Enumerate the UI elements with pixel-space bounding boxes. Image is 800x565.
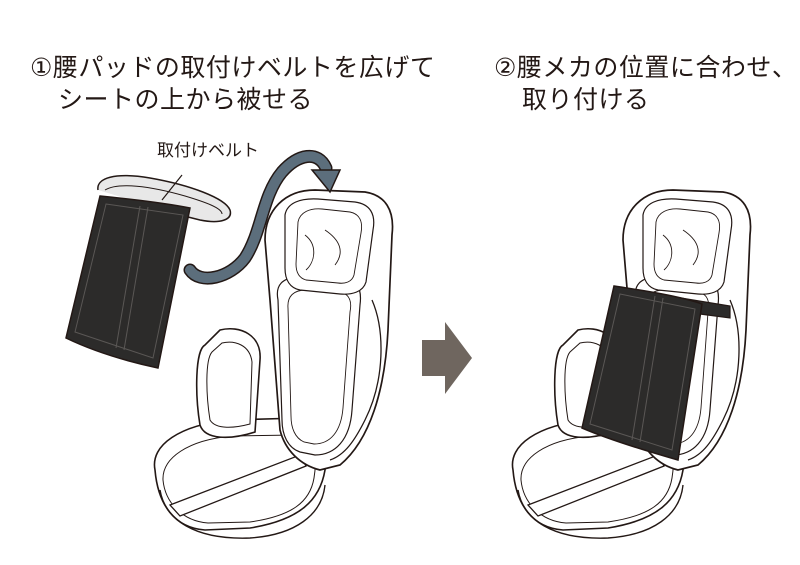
step1-instruction: ①腰パッドの取付けベルトを広げて シートの上から被せる <box>30 52 435 116</box>
belt-label: 取付けベルト <box>157 141 259 161</box>
lumbar-pad-right <box>581 285 731 461</box>
step1-line1: ①腰パッドの取付けベルトを広げて <box>30 53 436 82</box>
step2-line1: ②腰メカの位置に合わせ、 <box>494 53 798 82</box>
lumbar-pad-left <box>65 195 191 369</box>
mounting-belt <box>97 174 232 223</box>
curved-arrow-icon <box>183 149 342 285</box>
step1-line2: シートの上から被せる <box>58 85 314 114</box>
step2-line2: 取り付ける <box>522 85 650 114</box>
massage-seat-left <box>153 189 394 539</box>
right-arrow-icon <box>422 322 472 394</box>
step2-instruction: ②腰メカの位置に合わせ、 取り付ける <box>494 52 797 116</box>
